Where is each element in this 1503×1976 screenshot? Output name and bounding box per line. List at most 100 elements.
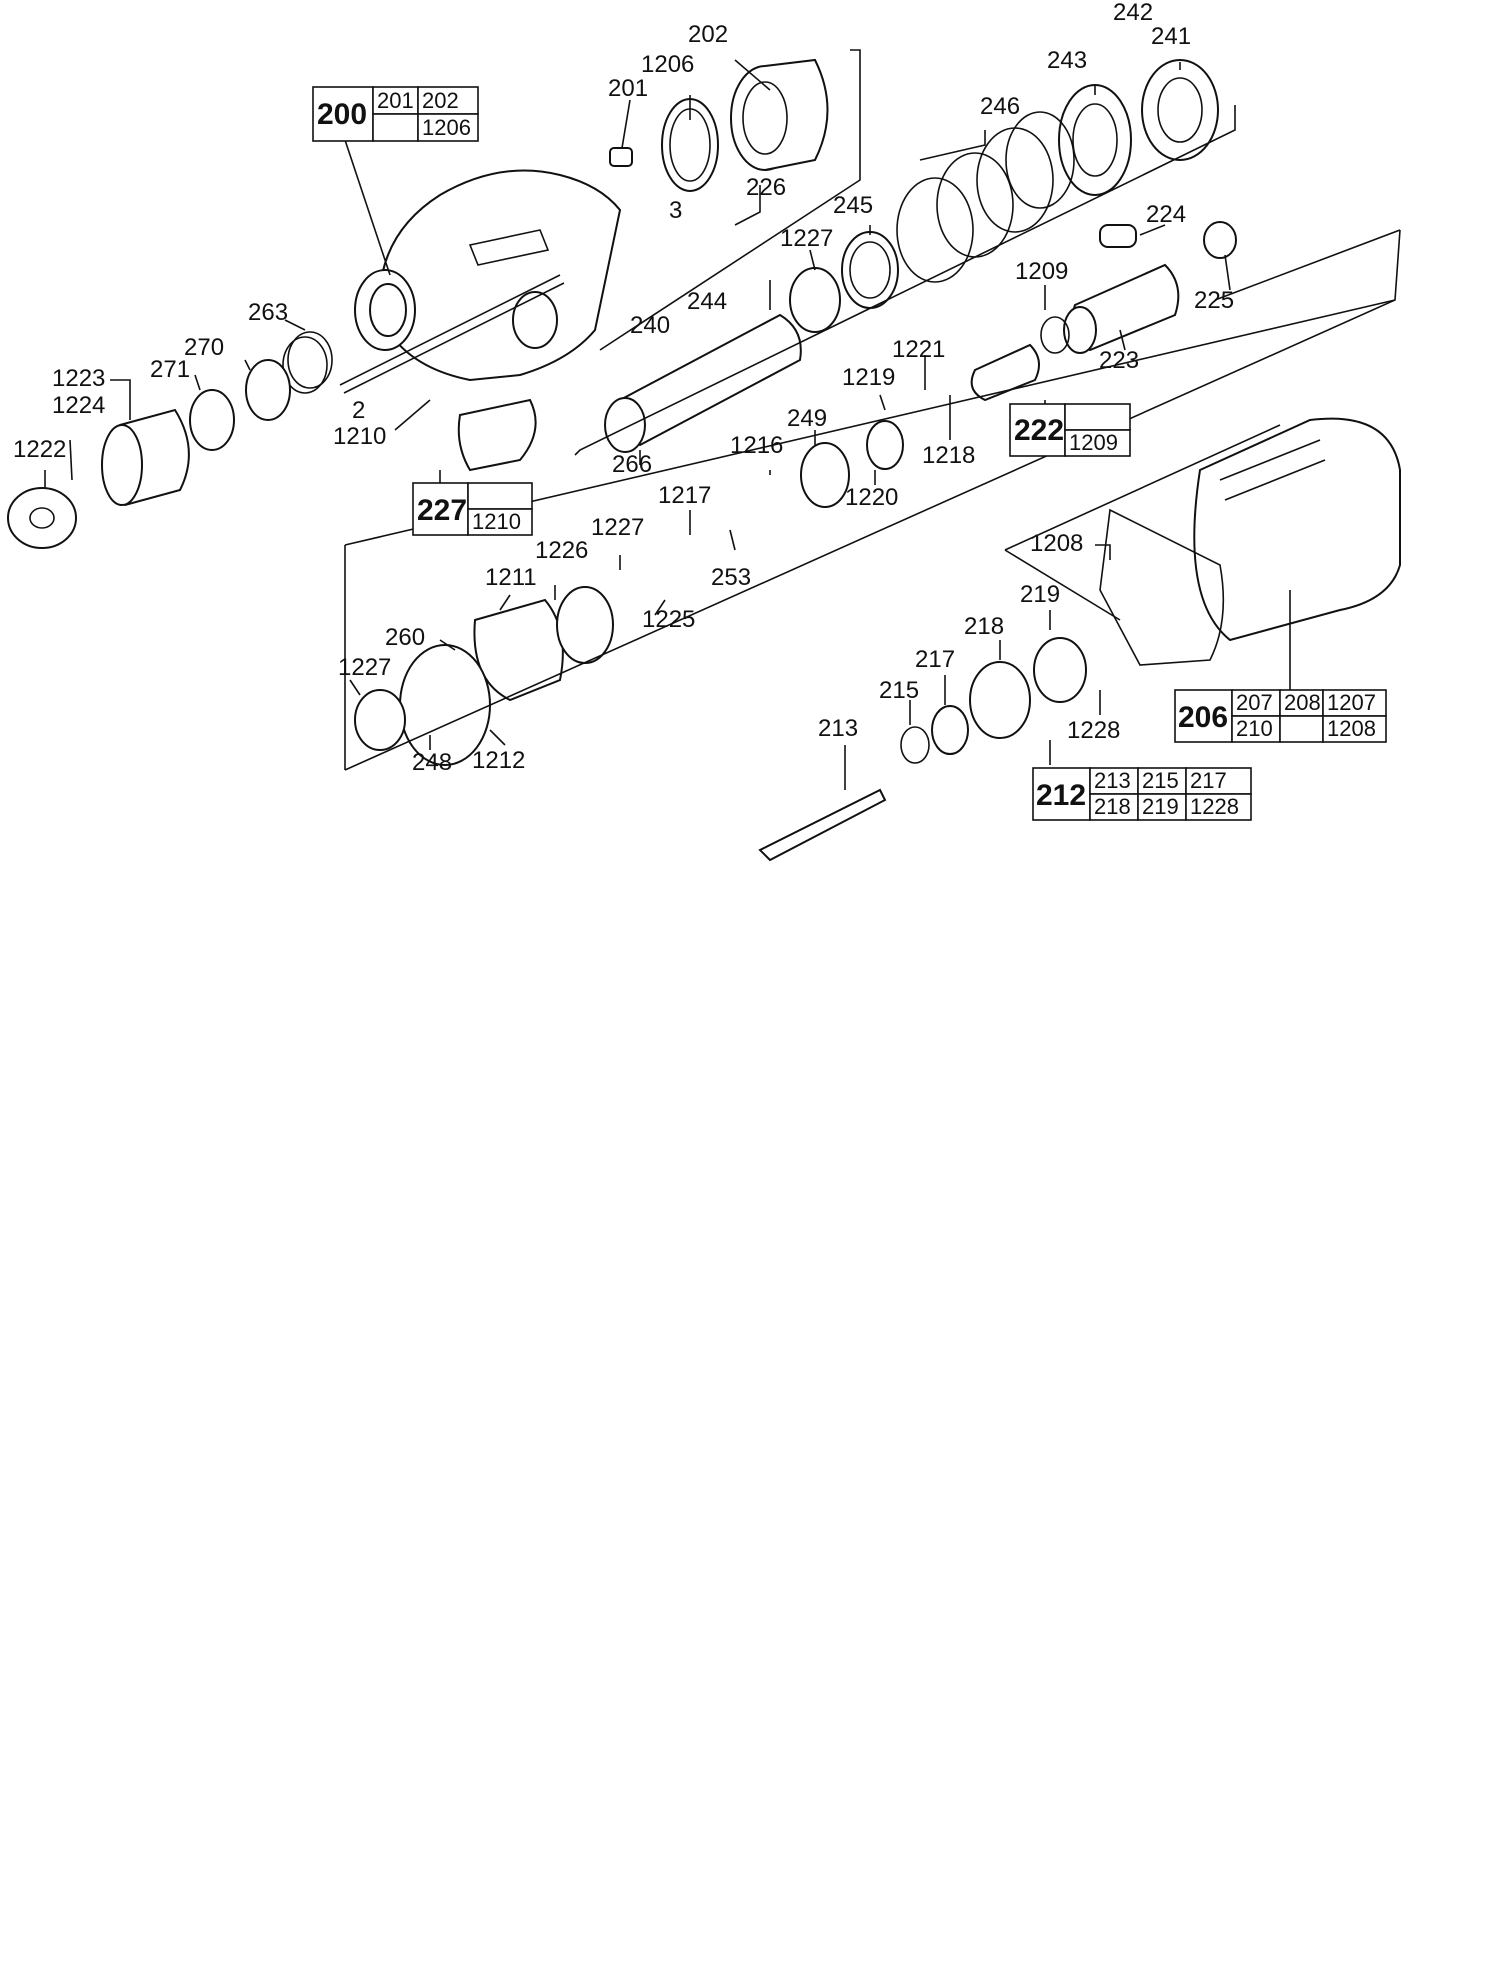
callout-label: 248 bbox=[412, 749, 452, 776]
piston-223-part bbox=[1063, 263, 1180, 354]
gear-housing-part bbox=[339, 169, 622, 394]
callout-label: 213 bbox=[818, 715, 858, 742]
callout-label: 1212 bbox=[472, 747, 525, 774]
assembly-number: 212 bbox=[1036, 779, 1086, 812]
callout-label: 225 bbox=[1194, 287, 1234, 314]
assembly-cell: 1206 bbox=[422, 115, 471, 140]
assembly-cell: 1210 bbox=[472, 509, 521, 534]
assembly-cell: 210 bbox=[1236, 716, 1273, 741]
ring-225-part bbox=[1203, 221, 1237, 259]
tube-240-part bbox=[604, 313, 802, 453]
callout-label: 1220 bbox=[845, 484, 898, 511]
sleeve-1223-part bbox=[101, 408, 190, 507]
callout-label: 202 bbox=[688, 21, 728, 48]
callout-label: 1227 bbox=[780, 225, 833, 252]
callout-label: 1228 bbox=[1067, 717, 1120, 744]
assembly-number: 222 bbox=[1014, 414, 1064, 447]
callout-label: 3 bbox=[669, 197, 682, 224]
callout-label: 1210 bbox=[333, 423, 386, 450]
needle-bearing-201-part bbox=[609, 147, 633, 167]
striker-222-part bbox=[970, 316, 1070, 402]
callout-label: 215 bbox=[879, 677, 919, 704]
spring-263-part bbox=[282, 331, 333, 394]
assembly-number: 227 bbox=[417, 494, 467, 527]
assembly-box-200: 200 201 202 1206 bbox=[312, 86, 479, 142]
callout-label: 245 bbox=[833, 192, 873, 219]
callout-label: 218 bbox=[964, 613, 1004, 640]
clutch-241-part bbox=[1141, 59, 1219, 161]
leader-lines bbox=[44, 59, 1291, 790]
assembly-box-222: 222 1209 bbox=[1009, 403, 1131, 457]
callout-label: 1227 bbox=[338, 654, 391, 681]
callout-label: 1224 bbox=[52, 392, 105, 419]
shaft-213-part bbox=[758, 788, 887, 862]
callout-label: 243 bbox=[1047, 47, 1087, 74]
callout-label: 253 bbox=[711, 564, 751, 591]
gear-249-part bbox=[800, 442, 850, 508]
assembly-cell: 1207 bbox=[1327, 690, 1376, 715]
cam-218-part bbox=[969, 661, 1031, 739]
callout-label: 1222 bbox=[13, 436, 66, 463]
gear-217-part bbox=[931, 705, 969, 755]
callout-label: 249 bbox=[787, 405, 827, 432]
assembly-box-212: 212 213 215 217 218 219 1228 bbox=[1032, 767, 1252, 821]
washer-271-part bbox=[189, 389, 235, 451]
callout-label: 1206 bbox=[641, 51, 694, 78]
assembly-cell: 207 bbox=[1236, 690, 1273, 715]
wobble-224-part bbox=[1099, 224, 1137, 248]
callout-label: 2 bbox=[352, 397, 365, 424]
callout-label: 260 bbox=[385, 624, 425, 651]
callout-label: 246 bbox=[980, 93, 1020, 120]
assembly-box-206: 206 207 208 1207 210 1208 bbox=[1174, 689, 1387, 743]
callout-label: 1223 bbox=[52, 365, 105, 392]
assembly-cell: 1209 bbox=[1069, 430, 1118, 455]
callout-label: 1216 bbox=[730, 432, 783, 459]
ring-1227-part bbox=[789, 267, 841, 333]
ring-245-part bbox=[841, 231, 899, 309]
callout-label: 1211 bbox=[485, 564, 537, 591]
assembly-number: 200 bbox=[317, 98, 367, 131]
spring-215-part bbox=[900, 726, 930, 764]
lock-270-part bbox=[245, 359, 291, 421]
bearing-202-part bbox=[730, 58, 829, 171]
callout-label: 1227 bbox=[591, 514, 644, 541]
assembly-cell: 219 bbox=[1142, 794, 1179, 819]
plate-1211-part bbox=[473, 598, 564, 702]
assembly-box-227: 227 1210 bbox=[412, 482, 533, 536]
group-frame-lines bbox=[344, 49, 1401, 771]
assembly-cell: 208 bbox=[1284, 690, 1321, 715]
callout-label: 271 bbox=[150, 356, 190, 383]
callout-label: 224 bbox=[1146, 201, 1186, 228]
callout-label: 1226 bbox=[535, 537, 588, 564]
assembly-cell: 217 bbox=[1190, 768, 1227, 793]
callout-label: 1218 bbox=[922, 442, 975, 469]
callout-label: 226 bbox=[746, 174, 786, 201]
switch-227-part bbox=[457, 398, 537, 472]
ring-1220-part bbox=[866, 420, 904, 470]
callout-label: 242 bbox=[1113, 0, 1153, 26]
callout-label: 223 bbox=[1099, 347, 1139, 374]
callout-label: 1217 bbox=[658, 482, 711, 509]
callout-label: 1219 bbox=[842, 364, 895, 391]
assembly-cell: 201 bbox=[377, 88, 414, 113]
assembly-number: 206 bbox=[1178, 701, 1228, 734]
gasket-1208-part bbox=[1099, 508, 1225, 666]
assembly-cell: 1228 bbox=[1190, 794, 1239, 819]
callout-label: 1208 bbox=[1030, 530, 1083, 557]
callout-label: 266 bbox=[612, 451, 652, 478]
callout-label: 244 bbox=[687, 288, 727, 315]
assembly-cell: 213 bbox=[1094, 768, 1131, 793]
callout-label: 201 bbox=[608, 75, 648, 102]
motor-housing-206-part bbox=[1193, 417, 1401, 642]
assembly-cell: 218 bbox=[1094, 794, 1131, 819]
assembly-cell: 1208 bbox=[1327, 716, 1376, 741]
gear-219-part bbox=[1033, 637, 1087, 703]
ring-1227b-part bbox=[354, 689, 406, 751]
cap-1222-part bbox=[7, 487, 77, 549]
callout-label: 1209 bbox=[1015, 258, 1068, 285]
callout-label: 240 bbox=[630, 312, 670, 339]
gear-243-part bbox=[1058, 84, 1132, 196]
callout-label: 1225 bbox=[642, 606, 695, 633]
